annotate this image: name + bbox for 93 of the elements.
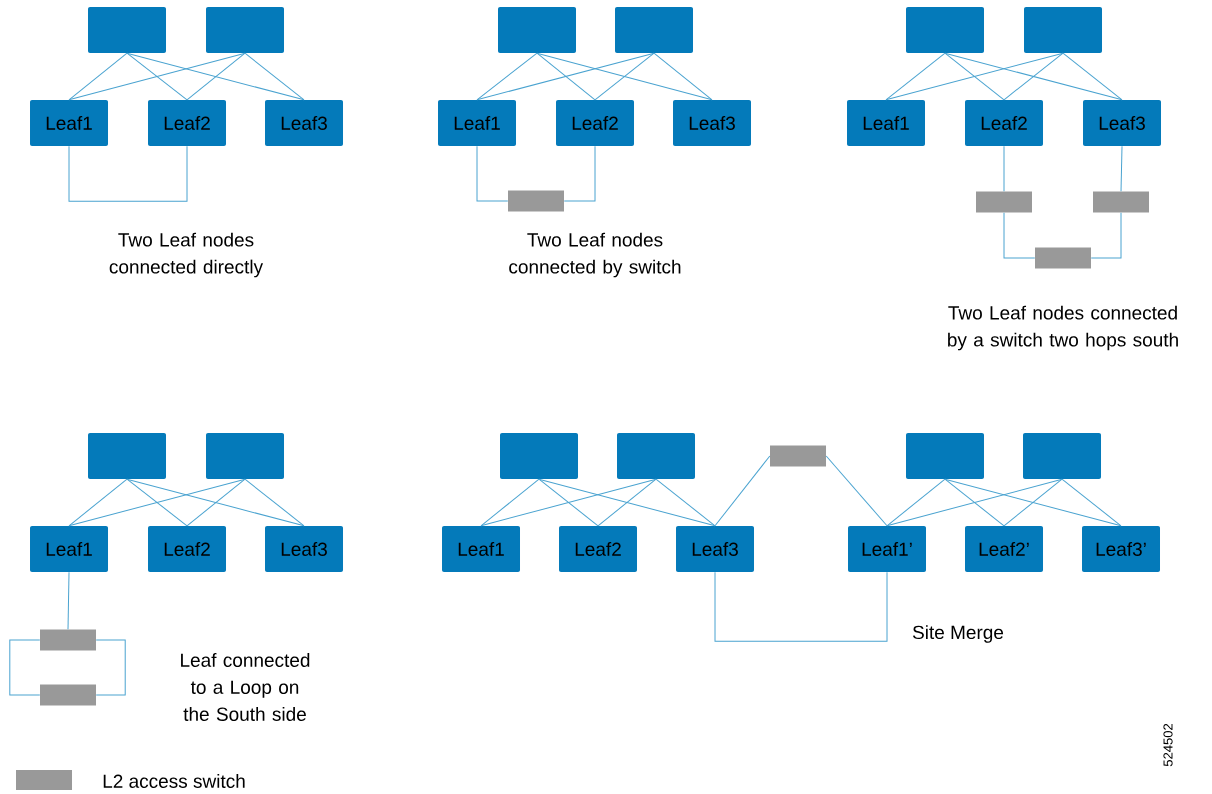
link-line [68,52,246,101]
link-line [1090,212,1122,259]
leaf-box: Leaf1 [438,100,516,146]
link-line [95,639,126,696]
access-switch-box [508,190,564,212]
link-line [655,478,716,527]
link-line [1003,52,1064,101]
leaf-box: Leaf3 [676,526,754,572]
leaf-box: Leaf3’ [1082,526,1160,572]
leaf-box: Leaf2 [559,526,637,572]
link-line [597,478,657,527]
spine-box [206,7,284,53]
link-line [594,52,655,101]
link-line [653,52,713,101]
link-line [9,639,41,696]
link-line [536,52,596,101]
access-switch-box [976,191,1032,213]
link-line [1120,145,1123,192]
access-switch-box [40,684,96,706]
link-line [563,145,596,202]
spine-box [498,7,576,53]
leaf-box: Leaf1’ [848,526,926,572]
leaf-box: Leaf2 [556,100,634,146]
leaf-box: Leaf3 [265,100,343,146]
link-line [68,145,188,202]
legend-text: L2 access switch [103,774,245,788]
link-line [126,52,188,101]
link-line [68,478,246,527]
spine-box [906,433,984,479]
link-line [714,571,888,642]
link-line [886,478,1063,527]
spine-box [206,433,284,479]
link-line [886,478,946,527]
link-line [476,52,538,101]
figure-number: 524502 [1163,723,1173,767]
spine-box [1023,433,1101,479]
spine-box [617,433,695,479]
leaf-box: Leaf3 [1083,100,1161,146]
leaf-box: Leaf2’ [965,526,1043,572]
link-line [476,52,655,101]
link-line [944,52,1005,101]
link-line [1062,52,1123,101]
spine-box [1024,7,1102,53]
caption: Leaf connected to a Loop on the South side [181,653,310,721]
link-line [885,52,1064,101]
link-label: Site Merge [912,625,1004,643]
link-line [538,478,716,527]
leaf-box: Leaf2 [148,100,226,146]
link-line [68,52,128,101]
caption: Two Leaf nodes connected by switch [509,232,681,278]
link-line [244,52,305,101]
spine-box [88,433,166,479]
leaf-box: Leaf2 [148,526,226,572]
access-switch-box [40,629,96,651]
link-line [126,478,188,527]
spine-box [906,7,984,53]
access-switch-box [1093,191,1149,213]
leaf-box: Leaf2 [965,100,1043,146]
leaf-box: Leaf1 [847,100,925,146]
link-line [126,52,305,101]
link-line [186,52,246,101]
link-line [126,478,305,527]
leaf-box: Leaf1 [30,526,108,572]
link-line [944,52,1123,101]
link-line [1061,478,1122,527]
leaf-box: Leaf3 [265,526,343,572]
link-line [1003,145,1005,192]
link-line [1003,212,1036,259]
leaf-box: Leaf1 [30,100,108,146]
access-switch-box [1035,247,1091,269]
link-line [825,455,888,527]
leaf-box: Leaf3 [673,100,751,146]
link-line [538,478,599,527]
caption: Two Leaf nodes connected directly [109,232,264,278]
link-line [714,455,771,527]
link-line [480,478,657,527]
spine-box [615,7,693,53]
leaf-box: Leaf1 [442,526,520,572]
link-line [944,478,1122,527]
link-line [186,478,246,527]
link-line [536,52,713,101]
link-line [885,52,946,101]
spine-box [500,433,578,479]
link-line [476,145,509,202]
link-line [244,478,305,527]
access-switch-box [770,445,826,467]
link-line [480,478,540,527]
caption: Two Leaf nodes connected by a switch two hops south [948,305,1178,351]
spine-box [88,7,166,53]
link-line [944,478,1005,527]
link-line [1003,478,1063,527]
link-line [68,478,128,527]
link-line [67,571,70,630]
